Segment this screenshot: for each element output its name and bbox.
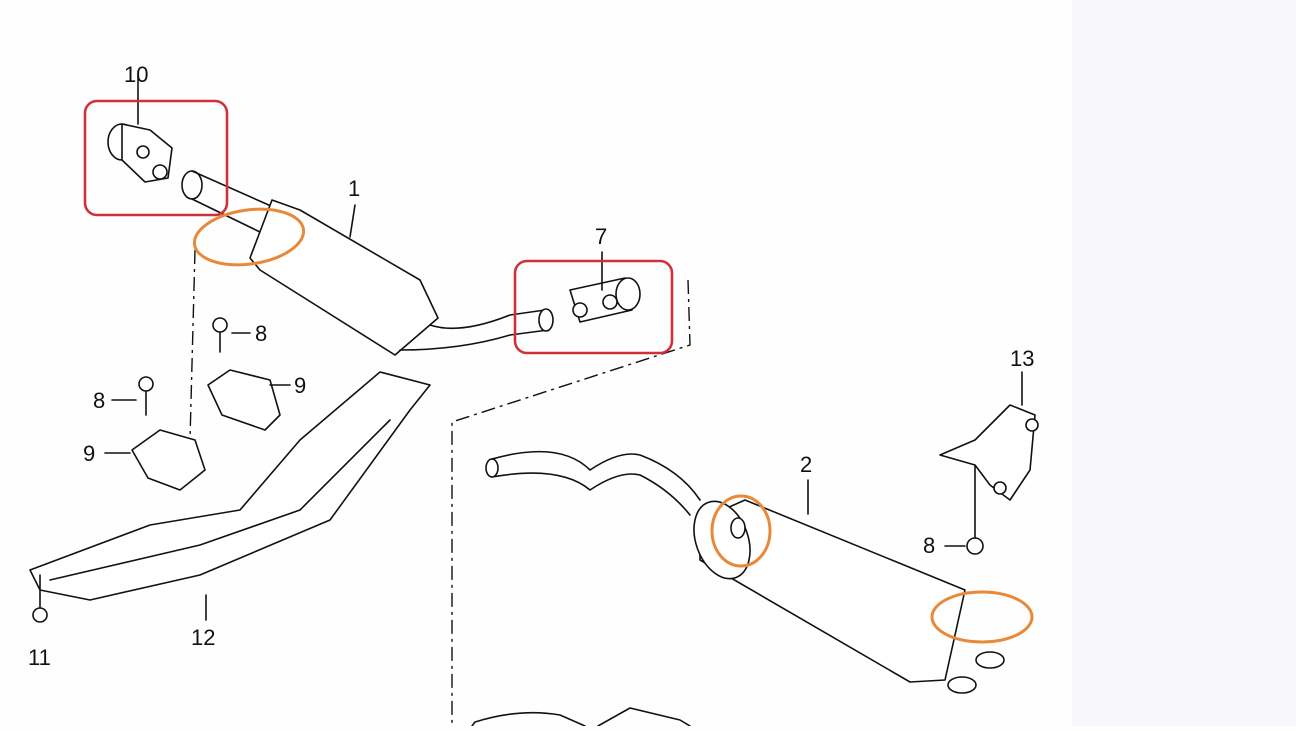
- rear-muffler-part-2: [485, 450, 1005, 694]
- highlight-ellipse-rear-inlet: [710, 494, 772, 568]
- highlight-box-clamp-10: [83, 99, 229, 217]
- callout-13: 13: [1010, 346, 1034, 371]
- bolt-part-8: [111, 376, 154, 416]
- diagram-canvas: 10 1 7 8 8 9 9 2 13 8 11 12: [28, 62, 1039, 727]
- partial-part-outline: [471, 707, 691, 727]
- callout-9: 9: [294, 373, 306, 398]
- bracket-part-9: [104, 429, 206, 491]
- bolt-part-8: [212, 317, 251, 353]
- heat-shield-part-12: [29, 371, 431, 623]
- clamp-part-7: [569, 251, 641, 323]
- side-panel: [1072, 0, 1296, 726]
- hanger-part-13: [939, 371, 1039, 501]
- callout-2: 2: [800, 452, 812, 477]
- callout-9: 9: [83, 441, 95, 466]
- highlight-box-clamp-7: [513, 259, 674, 355]
- highlight-ellipse-tailpipe: [930, 590, 1034, 644]
- callout-8: 8: [255, 321, 267, 346]
- exhaust-parts-diagram: 10 1 7 8 8 9 9 2 13 8 11 12: [28, 62, 1039, 727]
- callout-11: 11: [28, 645, 51, 670]
- callout-8: 8: [93, 388, 105, 413]
- callout-8: 8: [923, 533, 935, 558]
- bolt-part-8: [944, 464, 984, 555]
- callout-12: 12: [191, 625, 215, 650]
- callout-1: 1: [348, 176, 360, 201]
- bracket-part-9: [207, 369, 291, 431]
- clamp-part-10: [107, 75, 173, 183]
- front-muffler-part-1: [181, 170, 554, 356]
- callout-10: 10: [124, 62, 148, 87]
- callout-7: 7: [595, 224, 607, 249]
- leader-dashed: [451, 279, 691, 726]
- leader-dashed: [189, 249, 196, 441]
- highlight-ellipse-muffler-inlet: [192, 207, 306, 267]
